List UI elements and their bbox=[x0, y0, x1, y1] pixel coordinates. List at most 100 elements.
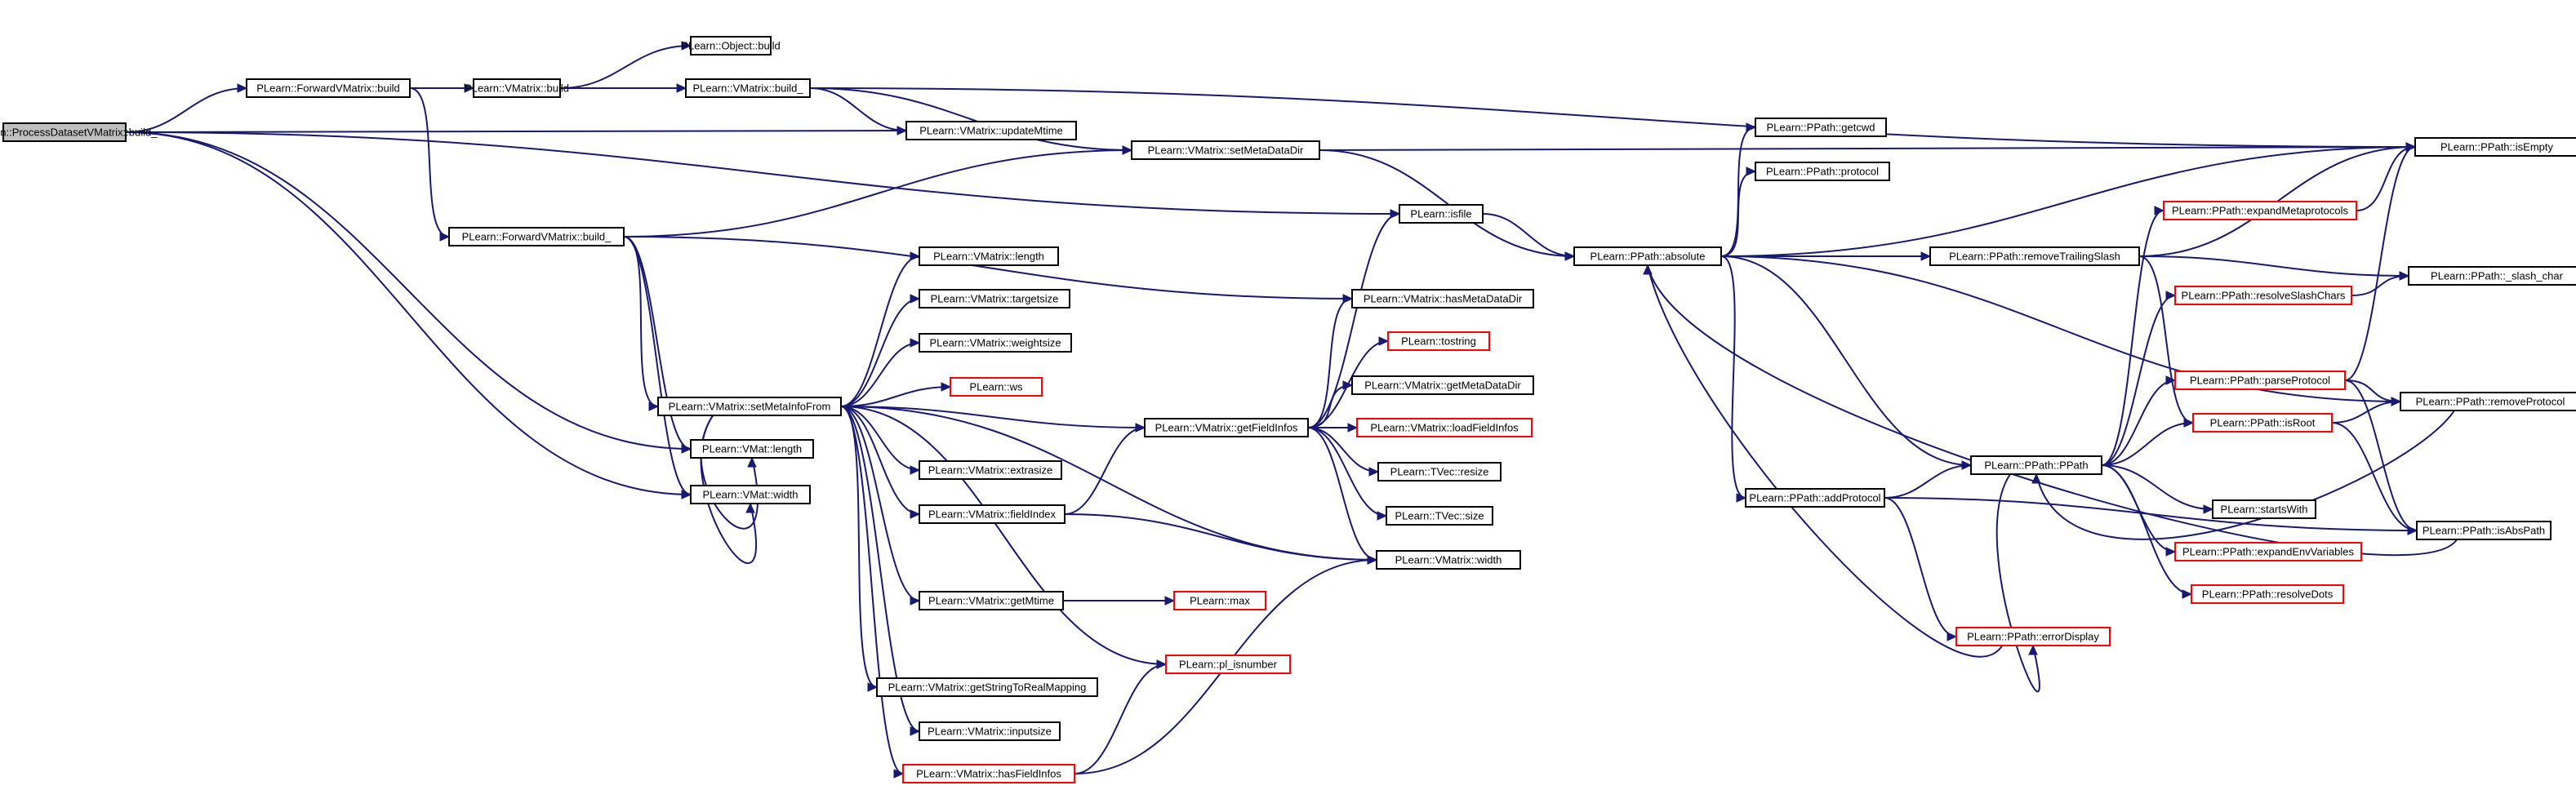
edge-arrowhead bbox=[2165, 375, 2177, 385]
node-updatemtime[interactable]: PLearn::VMatrix::updateMtime bbox=[905, 121, 1077, 140]
node-vm-build[interactable]: PLearn::VMatrix::build bbox=[465, 78, 569, 98]
node-parseprotocol[interactable]: PLearn::PPath::parseProtocol bbox=[2174, 371, 2346, 390]
node-expandmetaprotocols[interactable]: PLearn::PPath::expandMetaprotocols bbox=[2163, 201, 2357, 220]
node-vmat-width[interactable]: PLearn::VMat::width bbox=[690, 485, 811, 504]
node-loadfieldinfos[interactable]: PLearn::VMatrix::loadFieldInfos bbox=[1356, 418, 1533, 437]
node-label: PLearn::VMatrix::build bbox=[465, 82, 569, 95]
node-startswith[interactable]: PLearn::startsWith bbox=[2212, 499, 2316, 519]
edge-line bbox=[809, 87, 907, 131]
node-errordisplay[interactable]: PLearn::PPath::errorDisplay bbox=[1955, 627, 2111, 646]
node-label: PLearn::VMatrix::build_ bbox=[692, 82, 803, 95]
edge-line bbox=[840, 406, 920, 732]
node-inputsize[interactable]: PLearn::VMatrix::inputsize bbox=[919, 721, 1061, 741]
node-vm-width[interactable]: PLearn::VMatrix::width bbox=[1376, 550, 1521, 570]
node-ppath[interactable]: PLearn::PPath::PPath bbox=[1970, 455, 2102, 475]
node-vm-length[interactable]: PLearn::VMatrix::length bbox=[919, 246, 1059, 266]
node-vm-build[interactable]: PLearn::VMatrix::build_ bbox=[685, 78, 811, 98]
edge-getfieldinfos-to-tvec-size bbox=[1307, 427, 1388, 521]
node-isabspath[interactable]: PLearn::PPath::isAbsPath bbox=[2416, 521, 2552, 540]
node-protocol[interactable]: PLearn::PPath::protocol bbox=[1755, 162, 1890, 181]
edge-arrowhead bbox=[1342, 380, 1354, 390]
node-getstringtorealmapping[interactable]: PLearn::VMatrix::getStringToRealMapping bbox=[876, 677, 1098, 697]
node-setmetadatadir[interactable]: PLearn::VMatrix::setMetaDataDir bbox=[1131, 140, 1320, 160]
node-removetrailingslash[interactable]: PLearn::PPath::removeTrailingSlash bbox=[1929, 246, 2140, 266]
node-box bbox=[2174, 286, 2352, 305]
edge-arrowhead bbox=[910, 465, 921, 475]
node-label: PLearn::PPath::PPath bbox=[1984, 459, 2088, 472]
edge-arrowhead bbox=[2399, 271, 2410, 281]
edge-line bbox=[125, 87, 247, 133]
node-getmetadatadir[interactable]: PLearn::VMatrix::getMetaDataDir bbox=[1351, 375, 1534, 395]
node-label: PLearn::VMatrix::extrasize bbox=[928, 464, 1052, 477]
node-resolvedots[interactable]: PLearn::PPath::resolveDots bbox=[2191, 584, 2344, 604]
node-tvec-size[interactable]: PLearn::TVec::size bbox=[1386, 506, 1493, 526]
node-root[interactable]: PLearn::ProcessDatasetVMatrix::build_ bbox=[0, 122, 158, 142]
node-setmetainfofrom[interactable]: PLearn::VMatrix::setMetaInfoFrom bbox=[657, 397, 842, 416]
node-tostring[interactable]: PLearn::tostring bbox=[1387, 331, 1490, 351]
node-box bbox=[1399, 204, 1484, 224]
node-isfile[interactable]: PLearn::isfile bbox=[1399, 204, 1484, 224]
node-label: PLearn::PPath::isEmpty bbox=[2440, 141, 2554, 153]
edge-arrowhead bbox=[1122, 145, 1133, 155]
node-fieldindex[interactable]: PLearn::VMatrix::fieldIndex bbox=[919, 504, 1066, 524]
edge-arrowhead bbox=[1156, 659, 1168, 669]
edge-setmetainfofrom-to-extrasize bbox=[840, 406, 921, 475]
edge-line bbox=[1884, 464, 1972, 499]
edge-root-to-fwd-build bbox=[125, 83, 248, 133]
node-box bbox=[1377, 462, 1502, 482]
node-getfieldinfos[interactable]: PLearn::VMatrix::getFieldInfos bbox=[1144, 418, 1309, 437]
edge-setmetainfofrom-to-targetsize bbox=[840, 294, 921, 407]
edge-arrowhead bbox=[941, 382, 952, 392]
node-box bbox=[2212, 499, 2316, 519]
node-box bbox=[473, 78, 561, 98]
node-isempty[interactable]: PLearn::PPath::isEmpty bbox=[2414, 137, 2576, 157]
node-box bbox=[1929, 246, 2140, 266]
edge-line bbox=[840, 406, 920, 471]
node-box bbox=[1755, 118, 1887, 137]
node-ws[interactable]: PLearn::ws bbox=[950, 377, 1043, 397]
node-box bbox=[2192, 413, 2333, 433]
node-max[interactable]: PLearn::max bbox=[1173, 591, 1266, 610]
edge-arrowhead bbox=[464, 83, 475, 93]
edge-line bbox=[840, 406, 878, 688]
node-slash-char[interactable]: PLearn::PPath::_slash_char bbox=[2408, 266, 2576, 286]
node-getcwd[interactable]: PLearn::PPath::getcwd bbox=[1755, 118, 1887, 137]
edge-arrowhead bbox=[2391, 397, 2402, 406]
edge-line bbox=[840, 298, 920, 407]
node-box bbox=[905, 121, 1077, 140]
node-fwd-build[interactable]: PLearn::ForwardVMatrix::build_ bbox=[448, 227, 625, 246]
node-label: PLearn::ForwardVMatrix::build bbox=[256, 82, 400, 95]
node-addprotocol[interactable]: PLearn::PPath::addProtocol bbox=[1745, 488, 1885, 508]
node-pl-isnumber[interactable]: PLearn::pl_isnumber bbox=[1165, 655, 1291, 674]
node-resolveslashchars[interactable]: PLearn::PPath::resolveSlashChars bbox=[2174, 286, 2352, 305]
node-getmtime[interactable]: PLearn::VMatrix::getMtime bbox=[919, 591, 1064, 610]
node-label: PLearn::PPath::resolveDots bbox=[2202, 588, 2334, 601]
node-targetsize[interactable]: PLearn::VMatrix::targetsize bbox=[919, 289, 1070, 308]
nodes-layer: PLearn::ProcessDatasetVMatrix::build_PLe… bbox=[0, 36, 2576, 783]
edge-getfieldinfos-to-isfile bbox=[1307, 209, 1401, 428]
edge-line bbox=[1307, 427, 1377, 561]
node-box bbox=[690, 439, 814, 459]
edge-ppath-to-resolvedots bbox=[2101, 464, 2193, 599]
node-vmat-length[interactable]: PLearn::VMat::length bbox=[690, 439, 814, 459]
node-removeprotocol[interactable]: PLearn::PPath::removeProtocol bbox=[2400, 392, 2576, 411]
node-extrasize[interactable]: PLearn::VMatrix::extrasize bbox=[919, 460, 1062, 480]
node-isroot[interactable]: PLearn::PPath::isRoot bbox=[2192, 413, 2333, 433]
edge-hasfieldinfos-to-pl-isnumber bbox=[1074, 659, 1168, 774]
edge-line bbox=[125, 131, 692, 450]
node-obj-build[interactable]: PLearn::Object::build bbox=[681, 36, 781, 55]
node-expandenvvariables[interactable]: PLearn::PPath::expandEnvVariables bbox=[2174, 542, 2362, 561]
node-label: PLearn::PPath::expandEnvVariables bbox=[2182, 546, 2355, 558]
node-absolute[interactable]: PLearn::PPath::absolute bbox=[1573, 246, 1722, 266]
node-box bbox=[1745, 488, 1885, 508]
edge-setmetainfofrom-to-vm-length bbox=[840, 251, 921, 407]
node-weightsize[interactable]: PLearn::VMatrix::weightsize bbox=[919, 333, 1072, 353]
node-fwd-build[interactable]: PLearn::ForwardVMatrix::build bbox=[246, 78, 411, 98]
node-hasmetadatadir[interactable]: PLearn::VMatrix::hasMetaDataDir bbox=[1351, 289, 1534, 308]
node-tvec-resize[interactable]: PLearn::TVec::resize bbox=[1377, 462, 1502, 482]
node-hasfieldinfos[interactable]: PLearn::VMatrix::hasFieldInfos bbox=[902, 764, 1075, 783]
edge-setmetainfofrom-to-getstringtorealmapping bbox=[840, 406, 879, 692]
node-label: PLearn::VMatrix::getMetaDataDir bbox=[1364, 379, 1521, 392]
edge-line bbox=[1647, 264, 2458, 557]
edge-ppath-to-startswith bbox=[2101, 464, 2214, 514]
